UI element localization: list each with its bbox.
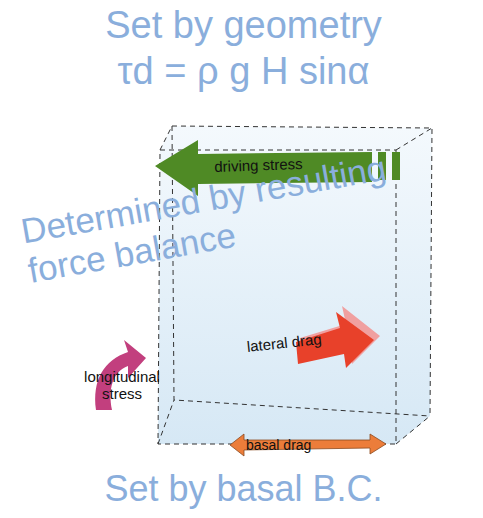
annotation-text: Set by basal B.C. (2, 468, 483, 509)
arrow-label: basal drag (246, 437, 346, 453)
arrow-label: longitudinal stress (72, 368, 172, 403)
equation-text: τd = ρ g H sinα (2, 50, 483, 94)
basal-drag-arrow (230, 434, 386, 456)
annotation-text: Set by geometry (2, 4, 483, 48)
arrow-dash (392, 152, 400, 180)
